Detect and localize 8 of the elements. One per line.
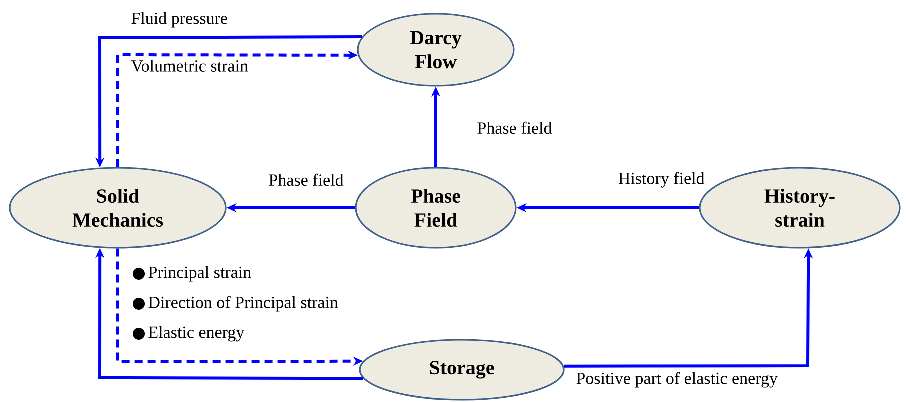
edge-label: Fluid pressure [130, 11, 229, 29]
bullet-item: Principal strain [133, 266, 252, 282]
bullet-item: Elastic energy [133, 326, 245, 342]
edge-label: Phase field [476, 120, 554, 136]
edge-label: Phase field [268, 172, 345, 188]
edge-label: Volumetric strain [130, 58, 250, 74]
edge-label: Positive part of elastic energy [575, 371, 779, 389]
bullet-item: Direction of Principal strain [133, 296, 338, 312]
